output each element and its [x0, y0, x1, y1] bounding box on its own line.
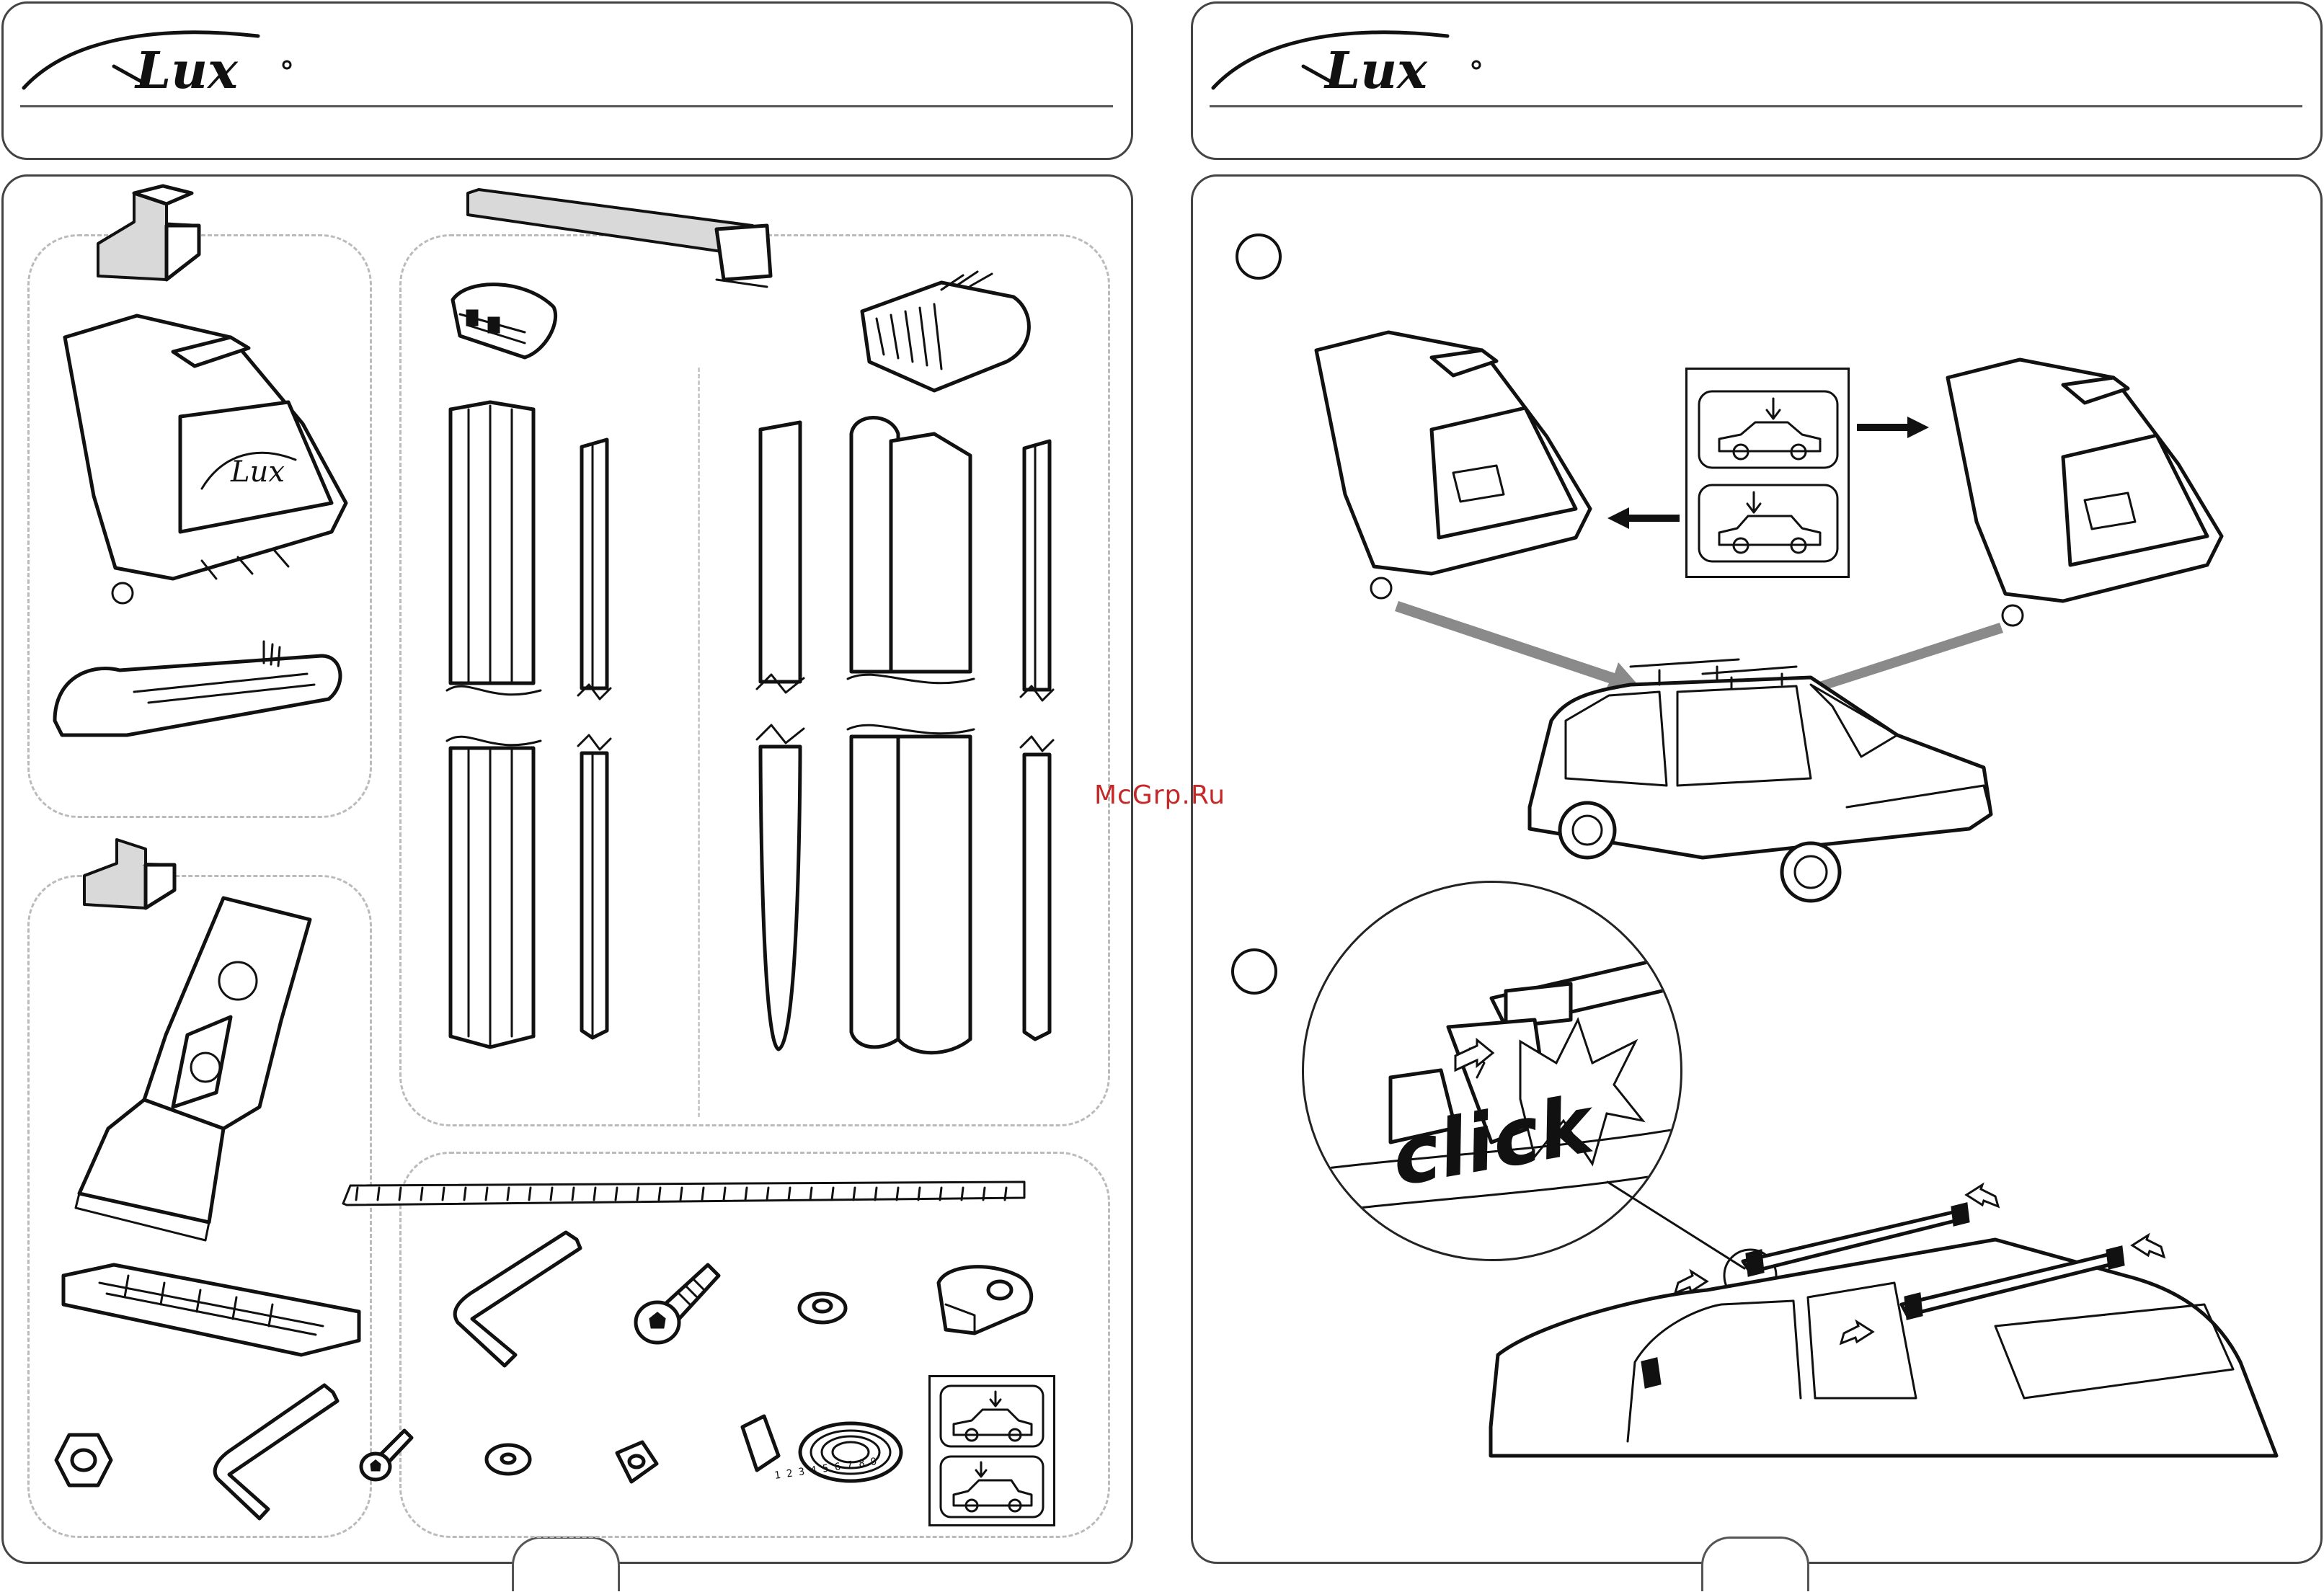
clamp-bracket-part	[79, 891, 324, 1251]
watermark-text: McGrp.Ru	[1094, 781, 1225, 810]
car-roof-pictogram	[1698, 484, 1839, 563]
left-page-tab	[512, 1537, 620, 1591]
crossbar-profile-top	[464, 186, 774, 294]
roof-foot-open-left	[1309, 329, 1597, 602]
rubber-strip-a	[578, 440, 614, 1038]
profiles-divider	[698, 368, 700, 1117]
hex-key-small	[202, 1385, 346, 1522]
step-1-marker	[1236, 234, 1282, 280]
car-roof-pictogram	[1698, 390, 1839, 469]
step-2-marker	[1231, 948, 1277, 995]
svg-text:Lux: Lux	[230, 455, 285, 489]
car-pictogram-card	[928, 1375, 1055, 1526]
svg-text:Lux: Lux	[134, 40, 239, 100]
car-roof-pictogram	[939, 1384, 1045, 1448]
hex-nut-large	[55, 1431, 112, 1489]
svg-text:Lux: Lux	[1323, 40, 1428, 100]
aluminium-profile-a	[447, 402, 541, 1051]
rubber-strip-c	[1021, 441, 1057, 1039]
clamp-hook-part	[931, 1261, 1039, 1340]
car-roof-installation	[1491, 1182, 2284, 1485]
roof-foot-open-right	[1941, 356, 2229, 630]
direction-arrow-right	[1857, 417, 1929, 438]
foot-base-pad	[48, 634, 350, 750]
lux-logo-right: Lux	[1210, 16, 1483, 95]
aerodynamic-profile	[848, 412, 977, 1061]
washer-small	[483, 1441, 533, 1477]
hex-key-large	[440, 1232, 584, 1369]
left-header-rule	[20, 105, 1113, 107]
roof-foot-part: Lux	[43, 308, 360, 611]
measuring-strip	[343, 1182, 1028, 1211]
rubber-strip-b	[757, 422, 807, 1057]
right-page-tab	[1701, 1537, 1809, 1591]
washer-large	[797, 1290, 848, 1326]
car-pictogram-card-step1	[1685, 368, 1850, 578]
direction-arrow-left	[1607, 507, 1680, 529]
end-cap-grille-part	[855, 268, 1042, 398]
square-nut	[610, 1438, 660, 1489]
car-with-roof-rack	[1522, 641, 1998, 915]
bolt-large	[629, 1261, 722, 1348]
lux-logo-left: Lux	[20, 16, 294, 95]
car-roof-pictogram	[939, 1455, 1045, 1518]
right-header-rule	[1210, 105, 2302, 107]
package-box-icon	[91, 186, 206, 287]
measuring-tape-roll: 1 2 3 4 5 6 7 8 9	[735, 1413, 908, 1499]
bolt-small	[358, 1427, 415, 1485]
rubber-pad-part	[56, 1254, 366, 1362]
